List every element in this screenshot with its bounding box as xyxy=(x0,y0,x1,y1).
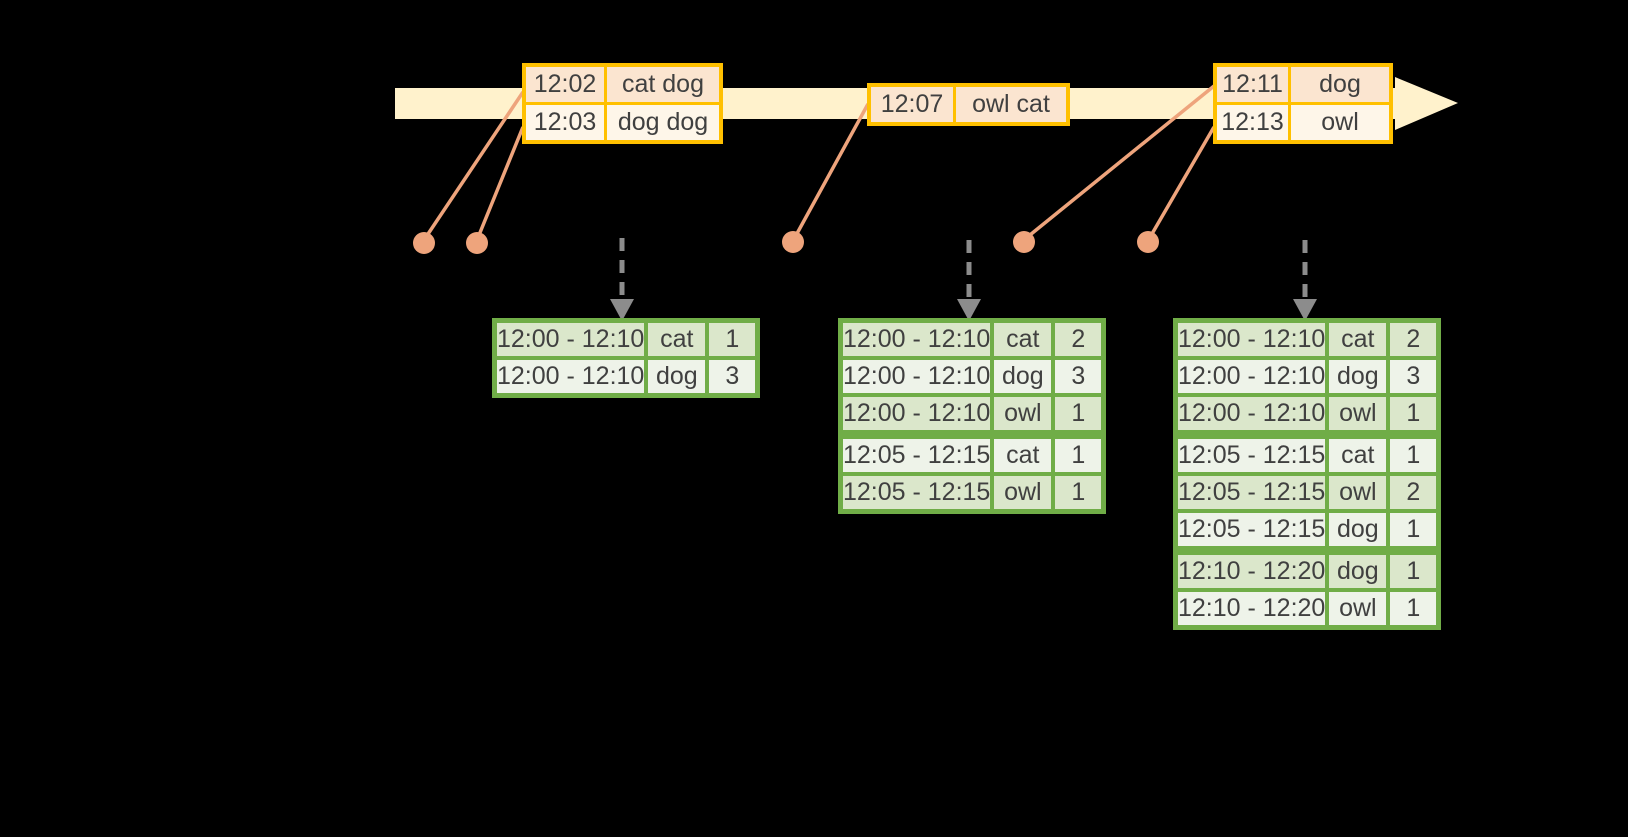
result-row: 12:00 - 12:10 cat 2 xyxy=(838,318,1106,360)
event-row: 12:11 dog xyxy=(1213,63,1393,105)
word-cell: cat xyxy=(990,318,1056,360)
connector-line xyxy=(422,91,525,241)
down-arrow-icon xyxy=(610,238,634,321)
result-row: 12:05 - 12:15 dog 1 xyxy=(1173,509,1441,553)
event-table-3: 12:11 dog 12:13 owl xyxy=(1213,63,1393,144)
window-cell: 12:00 - 12:10 xyxy=(838,393,995,437)
result-row: 12:00 - 12:10 dog 3 xyxy=(1173,356,1441,397)
result-row: 12:05 - 12:15 cat 1 xyxy=(1173,430,1441,476)
word-cell: dog xyxy=(990,356,1056,397)
event-dots xyxy=(413,231,1159,254)
event-row: 12:02 cat dog xyxy=(522,63,723,105)
word-cell: owl xyxy=(1325,472,1391,513)
word-cell: cat xyxy=(990,430,1056,476)
result-row: 12:05 - 12:15 owl 1 xyxy=(838,472,1106,514)
word-cell: cat xyxy=(1325,318,1391,360)
window-cell: 12:05 - 12:15 xyxy=(1173,430,1330,476)
event-time-cell: 12:03 xyxy=(522,102,607,144)
count-cell: 2 xyxy=(1386,472,1441,513)
count-cell: 1 xyxy=(1386,393,1441,437)
event-dot xyxy=(782,231,804,253)
window-cell: 12:05 - 12:15 xyxy=(838,430,995,476)
result-row: 12:00 - 12:10 cat 1 xyxy=(492,318,760,360)
connector-lines xyxy=(422,84,1216,241)
count-cell: 3 xyxy=(705,356,760,398)
count-cell: 1 xyxy=(705,318,760,360)
result-row: 12:10 - 12:20 dog 1 xyxy=(1173,546,1441,592)
event-row: 12:03 dog dog xyxy=(522,102,723,144)
window-cell: 12:10 - 12:20 xyxy=(1173,546,1330,592)
count-cell: 1 xyxy=(1386,546,1441,592)
result-row: 12:05 - 12:15 owl 2 xyxy=(1173,472,1441,513)
count-cell: 1 xyxy=(1386,588,1441,630)
event-time-cell: 12:02 xyxy=(522,63,607,105)
connector-line xyxy=(1023,84,1216,241)
connector-line xyxy=(792,103,870,240)
window-cell: 12:05 - 12:15 xyxy=(1173,472,1330,513)
result-row: 12:00 - 12:10 cat 2 xyxy=(1173,318,1441,360)
event-words-cell: owl cat xyxy=(953,83,1070,126)
result-table-1: 12:00 - 12:10 cat 1 12:00 - 12:10 dog 3 xyxy=(492,318,761,398)
word-cell: dog xyxy=(1325,546,1391,592)
result-row: 12:00 - 12:10 dog 3 xyxy=(492,356,760,398)
event-words-cell: dog xyxy=(1288,63,1393,105)
event-dot xyxy=(1137,231,1159,253)
down-arrow-icon xyxy=(957,240,981,321)
window-cell: 12:00 - 12:10 xyxy=(1173,356,1330,397)
event-row: 12:07 owl cat xyxy=(867,83,1070,126)
word-cell: cat xyxy=(1325,430,1391,476)
window-cell: 12:00 - 12:10 xyxy=(1173,318,1330,360)
word-cell: owl xyxy=(990,393,1056,437)
word-cell: dog xyxy=(1325,509,1391,553)
count-cell: 1 xyxy=(1051,430,1106,476)
result-row: 12:00 - 12:10 owl 1 xyxy=(838,393,1106,437)
window-cell: 12:00 - 12:10 xyxy=(492,318,649,360)
event-table-1: 12:02 cat dog 12:03 dog dog xyxy=(522,63,723,144)
word-cell: cat xyxy=(644,318,710,360)
window-cell: 12:05 - 12:15 xyxy=(838,472,995,514)
window-cell: 12:00 - 12:10 xyxy=(1173,393,1330,437)
connector-line xyxy=(1147,126,1216,240)
count-cell: 3 xyxy=(1051,356,1106,397)
count-cell: 1 xyxy=(1051,472,1106,514)
event-table-2: 12:07 owl cat xyxy=(867,83,1070,126)
window-cell: 12:05 - 12:15 xyxy=(1173,509,1330,553)
event-row: 12:13 owl xyxy=(1213,102,1393,144)
word-cell: owl xyxy=(1325,588,1391,630)
event-time-cell: 12:07 xyxy=(867,83,956,126)
event-time-cell: 12:13 xyxy=(1213,102,1291,144)
count-cell: 1 xyxy=(1386,509,1441,553)
down-arrow-icons xyxy=(610,238,1317,321)
count-cell: 1 xyxy=(1386,430,1441,476)
count-cell: 2 xyxy=(1051,318,1106,360)
result-row: 12:00 - 12:10 owl 1 xyxy=(1173,393,1441,437)
word-cell: owl xyxy=(990,472,1056,514)
word-cell: dog xyxy=(1325,356,1391,397)
window-cell: 12:00 - 12:10 xyxy=(838,318,995,360)
event-words-cell: dog dog xyxy=(604,102,723,144)
event-dot xyxy=(466,232,488,254)
result-row: 12:05 - 12:15 cat 1 xyxy=(838,430,1106,476)
window-cell: 12:10 - 12:20 xyxy=(1173,588,1330,630)
result-table-3: 12:00 - 12:10 cat 2 12:00 - 12:10 dog 3 … xyxy=(1173,318,1442,630)
event-words-cell: owl xyxy=(1288,102,1393,144)
event-dot xyxy=(1013,231,1035,253)
result-row: 12:00 - 12:10 dog 3 xyxy=(838,356,1106,397)
event-time-cell: 12:11 xyxy=(1213,63,1291,105)
result-row: 12:10 - 12:20 owl 1 xyxy=(1173,588,1441,630)
connector-line xyxy=(475,126,525,241)
window-cell: 12:00 - 12:10 xyxy=(838,356,995,397)
window-cell: 12:00 - 12:10 xyxy=(492,356,649,398)
count-cell: 2 xyxy=(1386,318,1441,360)
word-cell: dog xyxy=(644,356,710,398)
down-arrow-icon xyxy=(1293,240,1317,321)
event-dot xyxy=(413,232,435,254)
word-cell: owl xyxy=(1325,393,1391,437)
count-cell: 1 xyxy=(1051,393,1106,437)
count-cell: 3 xyxy=(1386,356,1441,397)
result-table-2: 12:00 - 12:10 cat 2 12:00 - 12:10 dog 3 … xyxy=(838,318,1107,514)
event-words-cell: cat dog xyxy=(604,63,723,105)
